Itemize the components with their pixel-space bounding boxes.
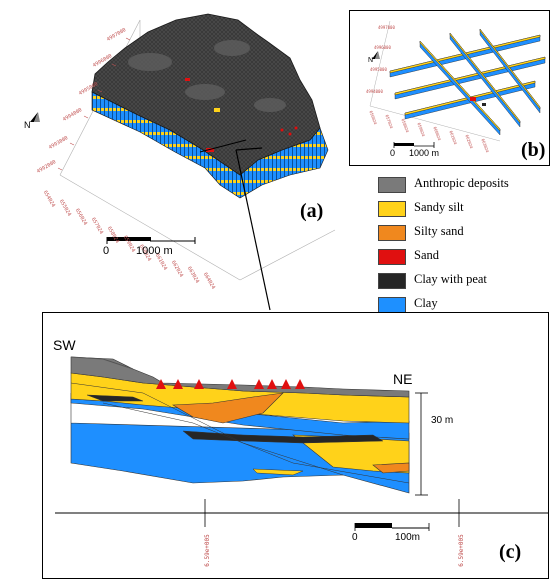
scalebar-a-end: 1000 m (136, 245, 173, 257)
x-tick-label: 6.59e+005 (457, 534, 465, 567)
section-left-label: SW (53, 337, 76, 353)
callout-lines (235, 147, 271, 311)
coord-label: 4997000 (378, 25, 395, 30)
sand-markers (156, 379, 305, 389)
legend-label: Silty sand (414, 224, 464, 238)
legend-swatch (378, 249, 406, 265)
lithology-legend: Anthropic deposits Sandy silt Silty sand… (378, 174, 550, 318)
panel-b-frame: N 0 1000 m (b) 4997000 4996000 4995000 4… (349, 10, 550, 166)
legend-swatch (378, 201, 406, 217)
coord-label: 4996000 (374, 45, 391, 50)
panel-c-cross-section (55, 356, 548, 531)
scalebar-b-start: 0 (390, 148, 396, 158)
scalebar-a-start: 0 (103, 245, 110, 257)
scalebar-a-bar (107, 237, 151, 241)
panel-c-frame: SW NE 30 m 0 100m 6.59e+005 6.59e+005 (c… (42, 312, 549, 579)
north-label-a: N (24, 120, 31, 130)
legend-label: Clay with peat (414, 272, 487, 286)
legend-item: Silty sand (378, 222, 550, 246)
legend-label: Anthropic deposits (414, 176, 509, 190)
x-tick-label: 6.59e+005 (203, 534, 211, 567)
legend-item: Sandy silt (378, 198, 550, 222)
scalebar-c-start: 0 (352, 532, 358, 543)
section-right-label: NE (393, 371, 413, 387)
panel-a-3d-model (30, 13, 336, 281)
legend-swatch (378, 273, 406, 289)
scalebar-b-end: 1000 m (409, 148, 440, 158)
panel-a-letter: (a) (300, 200, 324, 222)
legend-item: Sand (378, 246, 550, 270)
legend-label: Clay (414, 296, 438, 310)
north-arrow-a (30, 112, 40, 122)
north-label-b: N (368, 57, 374, 64)
scalebar-c-end: 100m (395, 532, 421, 543)
legend-label: Sandy silt (414, 200, 464, 214)
legend-label: Sand (414, 248, 439, 262)
coord-label: 4994000 (366, 89, 383, 94)
legend-item: Anthropic deposits (378, 174, 550, 198)
legend-item: Clay with peat (378, 270, 550, 294)
legend-swatch (378, 225, 406, 241)
legend-swatch (378, 297, 406, 313)
panel-b-fence-diagram (369, 20, 546, 148)
panel-b-letter: (b) (521, 139, 546, 161)
coord-label: 4995000 (370, 67, 387, 72)
panel-c-letter: (c) (499, 541, 522, 563)
legend-swatch (378, 177, 406, 193)
thickness-label: 30 m (431, 415, 454, 426)
